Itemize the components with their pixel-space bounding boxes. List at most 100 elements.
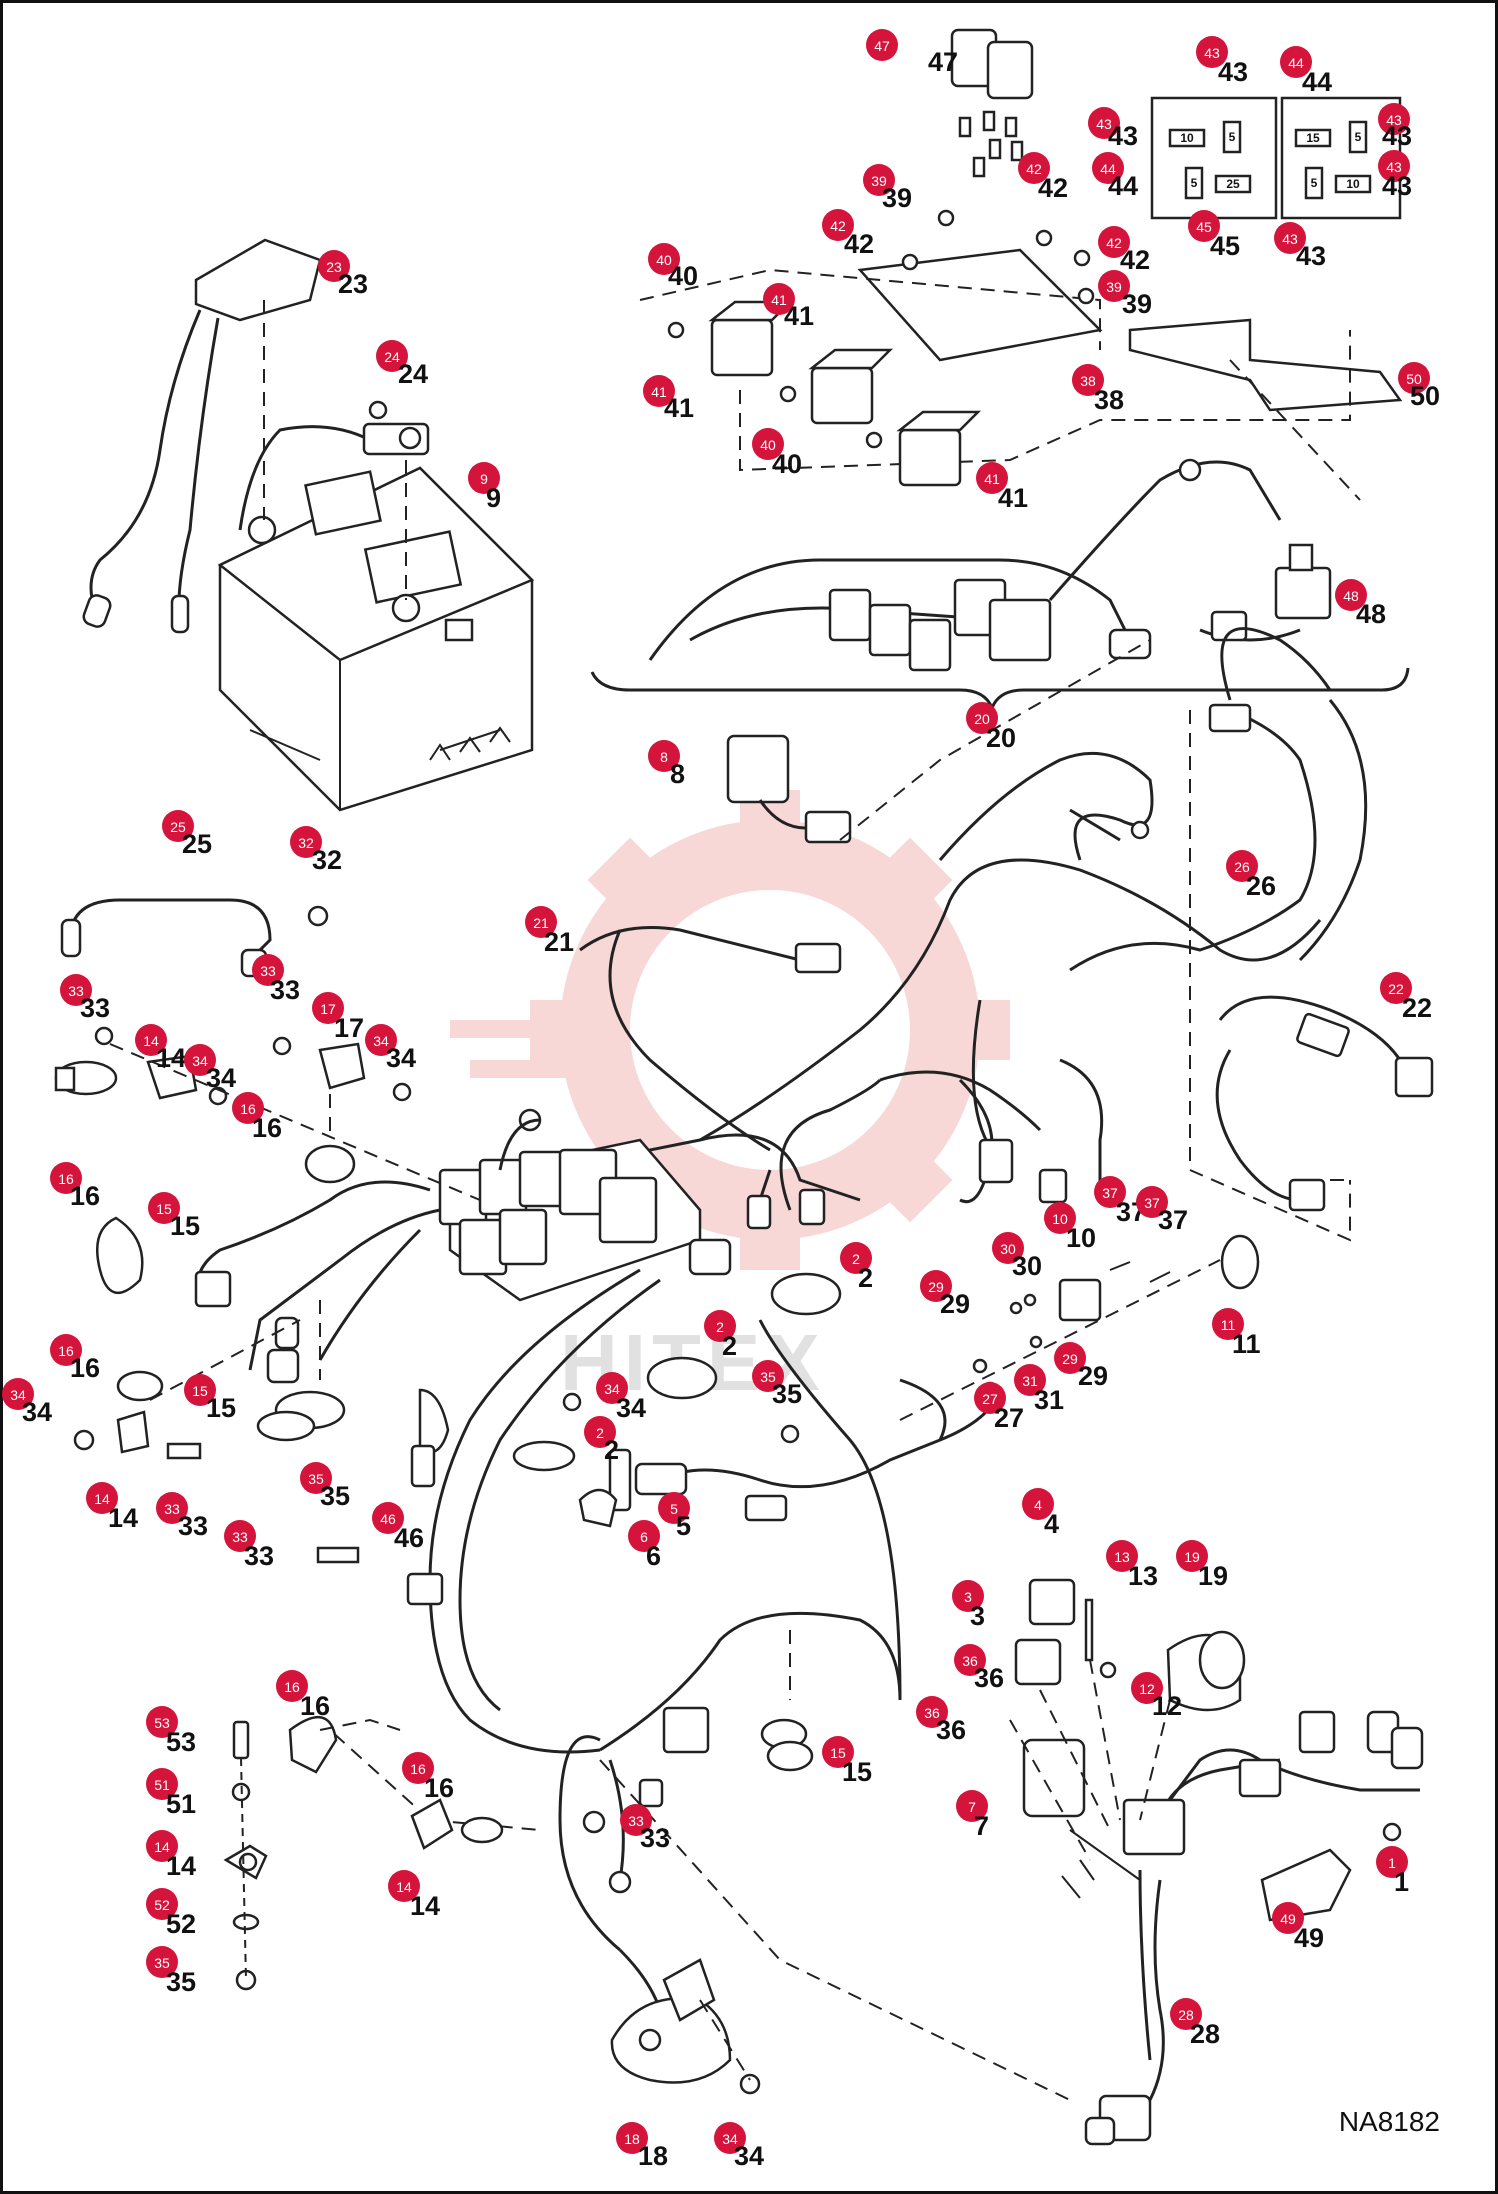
callout-part-number: 36 <box>974 1663 1004 1693</box>
callout-badge <box>1106 1540 1138 1572</box>
callout-badge-number: 50 <box>1406 371 1422 387</box>
callout-part-number: 34 <box>22 1397 52 1427</box>
callout-badge <box>952 1580 984 1612</box>
callout-badge-number: 9 <box>480 471 488 487</box>
callout-part-number: 46 <box>394 1523 424 1553</box>
callout-badge-number: 39 <box>871 173 887 189</box>
callout-badge <box>916 1696 948 1728</box>
callout-part-number: 42 <box>1038 173 1068 203</box>
callout-badge-number: 42 <box>830 218 846 234</box>
callout-part-number: 23 <box>338 269 368 299</box>
callout-badge-number: 41 <box>984 471 1000 487</box>
callout-badge <box>714 2122 746 2154</box>
callout-part-number: 26 <box>1246 871 1276 901</box>
callout-part-number: 39 <box>882 183 912 213</box>
callout-badge-number: 4 <box>1034 1497 1042 1513</box>
callout-badge <box>752 1360 784 1392</box>
callout-badge <box>50 1334 82 1366</box>
callout-badge-number: 27 <box>982 1391 998 1407</box>
callout-badge-number: 34 <box>192 1053 208 1069</box>
callout-part-number: 13 <box>1128 1561 1158 1591</box>
callout-badge <box>402 1752 434 1784</box>
callout-part-number: 15 <box>206 1393 236 1423</box>
callout-badge-number: 33 <box>68 983 84 999</box>
callout-badge-number: 16 <box>240 1101 256 1117</box>
callout-badge-number: 1 <box>1388 1855 1396 1871</box>
callout-badge <box>954 1644 986 1676</box>
callout-badge <box>1136 1186 1168 1218</box>
callout-badge-number: 14 <box>154 1839 170 1855</box>
callout-part-number: 3 <box>970 1601 985 1631</box>
callout-badge-number: 34 <box>10 1387 26 1403</box>
callout-badge <box>148 1192 180 1224</box>
callout-badge <box>1380 972 1412 1004</box>
callout-part-number: 16 <box>70 1181 100 1211</box>
fuse-5-label: 5 <box>1191 176 1198 190</box>
callout-badge-number: 10 <box>1052 1211 1068 1227</box>
callout-badge-number: 15 <box>830 1745 846 1761</box>
callout-badge-number: 30 <box>1000 1241 1016 1257</box>
callout-badge <box>1176 1540 1208 1572</box>
callout-badge-number: 25 <box>170 819 186 835</box>
callout-badge <box>1054 1342 1086 1374</box>
callout-badge <box>468 462 500 494</box>
callout-part-number: 43 <box>1108 121 1138 151</box>
callout-badge <box>1098 270 1130 302</box>
callout-badge-number: 42 <box>1106 235 1122 251</box>
callout-badge <box>135 1024 167 1056</box>
fuse-6-label: 25 <box>1226 177 1240 191</box>
callout-badge <box>648 243 680 275</box>
callout-badge-number: 35 <box>154 1955 170 1971</box>
callout-badge <box>584 1416 616 1448</box>
callout-badge <box>318 250 350 282</box>
callout-badge <box>1212 1308 1244 1340</box>
callout-part-number: 17 <box>334 1013 364 1043</box>
callout-badge <box>1378 103 1410 135</box>
callout-badge-number: 11 <box>1221 1317 1236 1333</box>
callout-badge <box>822 1736 854 1768</box>
callout-part-number: 43 <box>1218 57 1248 87</box>
fuse-1-label: 10 <box>1180 131 1194 145</box>
callout-badge-number: 5 <box>670 1501 678 1517</box>
callout-badge <box>146 1768 178 1800</box>
callout-badge-number: 37 <box>1144 1195 1160 1211</box>
callout-badge-number: 39 <box>1106 279 1122 295</box>
mount-stack <box>223 1715 504 1991</box>
callout-part-number: 33 <box>80 993 110 1023</box>
callout-badge <box>1092 152 1124 184</box>
callout-badge <box>365 1024 397 1056</box>
callout-part-number: 34 <box>386 1043 416 1073</box>
callout-badge <box>252 954 284 986</box>
callout-badge <box>1272 1902 1304 1934</box>
callout-part-number: 53 <box>166 1727 196 1757</box>
callout-part-number: 21 <box>544 927 574 957</box>
callout-badge <box>86 1482 118 1514</box>
callout-badge <box>232 1092 264 1124</box>
callout-badge <box>156 1492 188 1524</box>
callout-badge <box>620 1804 652 1836</box>
callout-badge <box>146 1888 178 1920</box>
relay-41-a <box>708 300 794 377</box>
callout-badge-number: 7 <box>968 1799 976 1815</box>
callout-part-number: 44 <box>1108 171 1138 201</box>
callout-part-number: 16 <box>424 1773 454 1803</box>
